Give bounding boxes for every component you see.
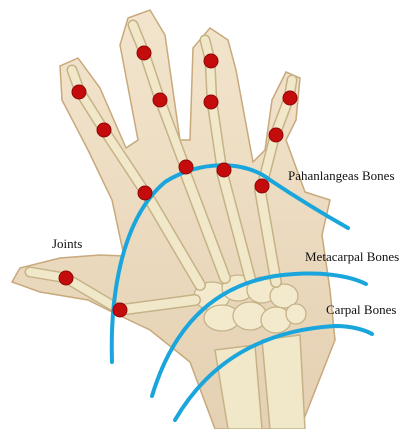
joint-marker (255, 179, 269, 193)
joint-marker (137, 46, 151, 60)
joint-marker (204, 95, 218, 109)
joint-marker (179, 160, 193, 174)
joint-marker (269, 128, 283, 142)
carpal-bones-label: Carpal Bones (326, 302, 396, 318)
joint-marker (283, 91, 297, 105)
metacarpal-bones-label: Metacarpal Bones (305, 249, 399, 265)
joint-marker (59, 271, 73, 285)
joint-marker (113, 303, 127, 317)
joint-marker (97, 123, 111, 137)
joint-marker (153, 93, 167, 107)
joint-marker (72, 85, 86, 99)
joint-marker (217, 163, 231, 177)
phalanges-bones-label: Pahanlangeas Bones (288, 168, 395, 184)
joint-marker (204, 54, 218, 68)
joint-marker (138, 186, 152, 200)
joints-label: Joints (52, 236, 82, 252)
